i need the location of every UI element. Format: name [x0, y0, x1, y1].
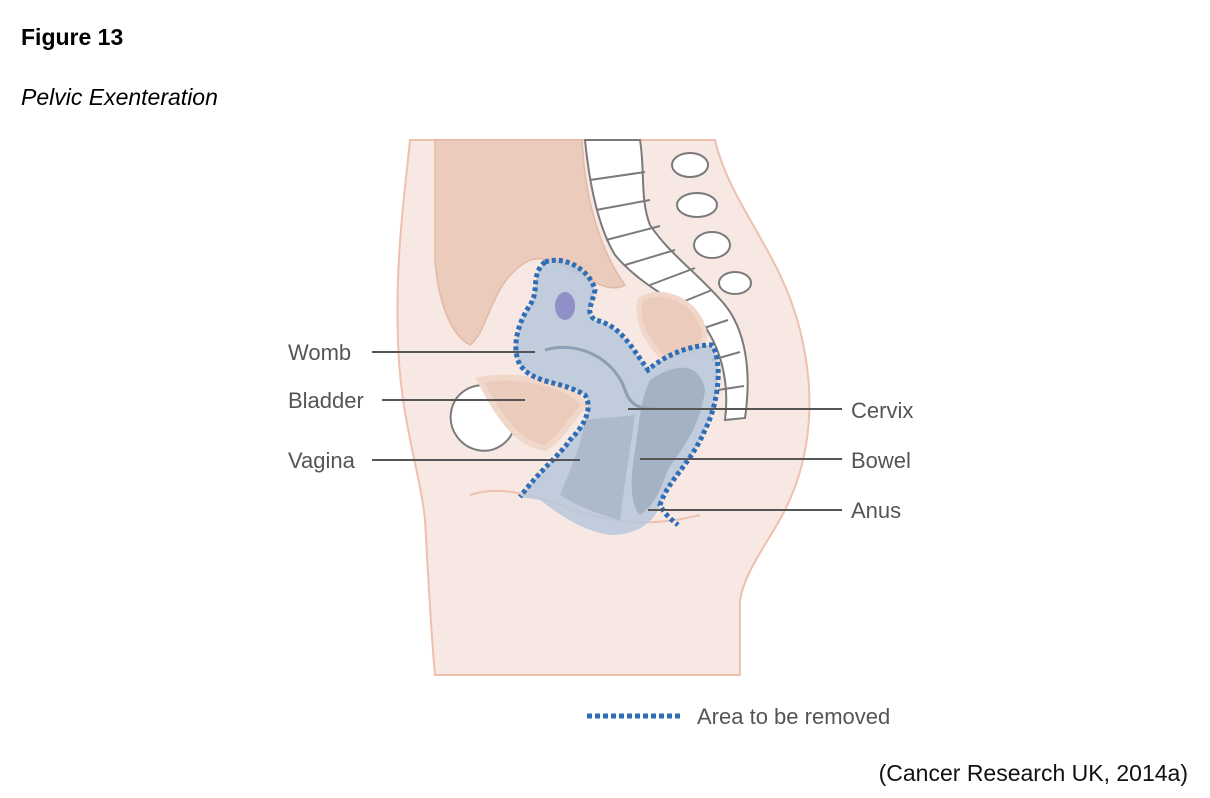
bowel-tube	[631, 367, 705, 515]
spine	[583, 139, 752, 422]
bowel-label: Bowel	[851, 448, 911, 473]
abdominal-organ	[434, 139, 627, 346]
figure-number: Figure 13	[21, 24, 124, 50]
legend-label: Area to be removed	[697, 704, 890, 729]
removal-outline	[544, 257, 721, 527]
removal-outline-front	[513, 260, 591, 499]
anus-label: Anus	[851, 498, 901, 523]
bladder-label: Bladder	[288, 388, 364, 413]
bladder	[475, 374, 589, 452]
vagina-tube	[560, 415, 635, 520]
leader-lines	[372, 351, 842, 511]
womb-label: Womb	[288, 340, 351, 365]
figure-citation: (Cancer Research UK, 2014a)	[878, 760, 1188, 786]
womb-canal	[544, 345, 656, 410]
cervix-label: Cervix	[851, 398, 913, 423]
vagina-label: Vagina	[288, 448, 356, 473]
ovary	[555, 292, 575, 320]
figure-title: Pelvic Exenteration	[21, 84, 218, 110]
